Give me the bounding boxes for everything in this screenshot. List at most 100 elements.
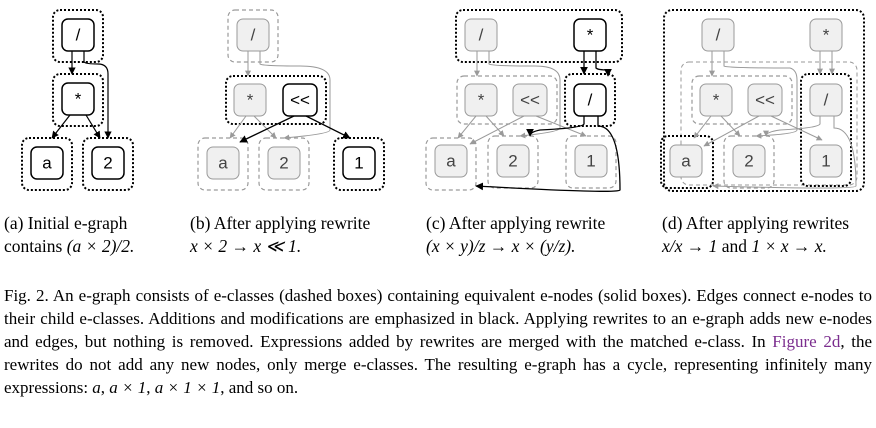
enode-div [464,18,498,52]
enode-mul-top [809,18,843,52]
enode-label: a [42,154,52,173]
caption-sep-1: , [100,378,110,397]
eclass-root [663,9,865,192]
caption-middle: , the rewrites do not add any new nodes,… [4,332,872,397]
subcaption-a-line2: contains (a × 2)/2. [4,235,134,258]
enode-a [30,146,64,180]
subcaption-d-line1: (d) After applying rewrites [662,213,850,233]
subcaption-d-math2: 1 × x → x. [751,236,827,256]
edges-d [693,51,857,190]
enode-div-new [573,83,607,117]
enode-2 [496,144,530,178]
eclass-mul [691,75,793,125]
enode-mul [699,83,733,117]
eclass-div [227,9,279,63]
subcaption-d: (d) After applying rewrites x/x → 1 and … [662,212,849,258]
enode-div [701,18,735,52]
enode-label: << [520,91,540,110]
enode-a [434,144,468,178]
enode-label: / [588,91,593,110]
subcaption-a-pre: contains [4,236,67,256]
eclass-div [52,9,104,63]
eclass-1 [565,135,617,189]
enode-shift [512,83,548,117]
enode-label: 2 [279,154,288,173]
panel-c: / * * << / a 2 1 [425,9,623,192]
eclass-div-1 [800,73,852,187]
subcaption-a: (a) Initial e-graph contains (a × 2)/2. [4,212,134,258]
enode-label: * [478,91,485,110]
enode-label: 2 [508,152,517,171]
enode-label: / [716,26,721,45]
enode-label: a [446,152,456,171]
enode-label: / [251,26,256,45]
enode-mul [61,82,95,116]
edges-c [457,51,621,192]
enode-1 [342,146,376,180]
enode-label: 1 [354,154,363,173]
eclass-inner [680,61,858,186]
eclass-div-merged [455,9,623,63]
panel-b: / * << a 2 1 [197,9,385,191]
caption-prefix: Fig. 2. An e-graph consists of e-classes… [4,286,872,351]
edges-b [229,51,351,143]
subcaption-d-and: and [717,236,752,256]
enode-label: * [247,91,254,110]
enode-mul-top [573,18,607,52]
enode-a [669,144,703,178]
enode-shift [282,83,318,117]
eclass-1 [333,137,385,191]
subcaption-d-math1: x/x → 1 [662,236,718,256]
eclass-a [660,135,714,189]
caption-suffix: , and so on. [220,378,299,397]
enode-shift [747,83,783,117]
enode-label: / [479,26,484,45]
enode-mul [233,83,267,117]
edges-a [51,51,112,139]
caption-sep-2: , [146,378,155,397]
subcaption-a-line1: (a) Initial e-graph [4,213,128,233]
subcaption-a-math: (a × 2)/2. [66,236,135,256]
subcaption-c-math: (x × y)/z → x × (y/z). [426,236,576,256]
subcaption-c-line1: (c) After applying rewrite [426,213,606,233]
eclass-a [197,137,249,191]
caption-expr-3: a × 1 × 1 [154,378,221,397]
figure-caption: Fig. 2. An e-graph consists of e-classes… [4,284,872,399]
enode-label: 2 [744,152,753,171]
enode-1 [574,144,608,178]
enode-2 [732,144,766,178]
enode-label: 1 [821,152,830,171]
enode-2 [267,146,301,180]
subcaption-b-line1: (b) After applying rewrite [190,213,371,233]
eclass-a [425,137,477,191]
subcaption-b: (b) After applying rewrite x × 2 → x ≪ 1… [190,212,370,258]
enode-label: 2 [103,154,112,173]
enode-label: * [823,26,830,45]
enode-label: * [587,26,594,45]
subcaption-c: (c) After applying rewrite (x × y)/z → x… [426,212,605,258]
figure-reference-link[interactable]: Figure 2d [772,332,841,351]
enode-label: a [218,154,228,173]
eclass-a [21,137,73,191]
enode-2 [91,146,125,180]
enode-mul [464,83,498,117]
enode-label: / [824,91,829,110]
subcaption-b-math: x × 2 → x ≪ 1. [190,236,302,256]
eclass-2 [723,135,775,189]
enode-label: << [755,91,775,110]
enode-label: << [290,91,310,110]
eclass-mul [456,75,558,125]
caption-expr-2: a × 1 [109,378,147,397]
enode-a [206,146,240,180]
enode-label: * [713,91,720,110]
enode-1 [809,144,843,178]
enode-label: a [681,152,691,171]
eclass-mul [52,73,104,127]
eclass-div-new [564,73,616,127]
panel-a: / * a 2 [21,9,134,191]
subcaption-d-line2: x/x → 1 and 1 × x → x. [662,235,849,258]
enode-div [236,18,270,52]
egraph-figure: / * a 2 / * << a 2 1 [21,9,865,192]
caption-expr-1: a [92,378,101,397]
enode-div [61,18,95,52]
